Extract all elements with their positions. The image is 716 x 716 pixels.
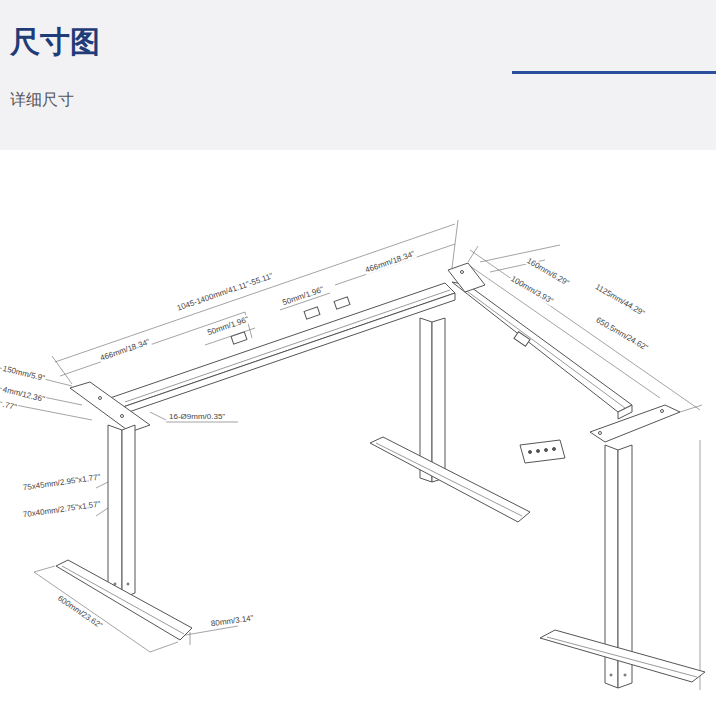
dimension-lines [190, 632, 191, 645]
frame-beams [231, 332, 247, 344]
mounting-plates [661, 410, 664, 413]
controller [553, 448, 556, 451]
dimension-label: 50mm/1.96" [280, 284, 325, 307]
legs [432, 318, 445, 482]
dimension-label: 600mm/23.62" [55, 593, 105, 631]
dimension-lines [150, 412, 166, 420]
controller [520, 440, 565, 463]
frame-beams [304, 307, 320, 319]
feet [370, 437, 530, 522]
dimension-label: 100mm/3.93" [508, 274, 555, 306]
dimension-lines [150, 642, 178, 652]
dimension-label: 16-Ø9mm/0.35" [168, 412, 226, 421]
feet [56, 560, 192, 640]
feet [540, 630, 705, 682]
dimension-lines [700, 440, 701, 690]
frame-beams [120, 293, 455, 415]
controller [537, 450, 540, 453]
header-band [0, 0, 716, 150]
dimension-lines [96, 482, 108, 488]
dimension-label: 1045-1400mm/41.11"-55.11" [175, 271, 275, 313]
frame-beams [460, 286, 625, 408]
dimension-label: 150mm/5.9" [1, 364, 47, 384]
dimension-label: 70x40mm/2.75"x1.57" [21, 499, 102, 519]
feet [56, 437, 705, 682]
dimension-lines [680, 405, 702, 412]
dimension-lines [52, 356, 72, 384]
page-subtitle: 详细尺寸 [10, 90, 74, 111]
mounting-plates [70, 382, 150, 432]
dimension-label: 1125mm/44.29" [593, 282, 647, 319]
feet [62, 566, 184, 634]
dimension-lines [34, 566, 55, 572]
dimension-lines [468, 246, 478, 262]
dimension-label: 75x45mm/2.95"x1.77" [21, 472, 102, 492]
dimension-label: 466mm/18.34" [98, 337, 152, 363]
frame-beams [514, 332, 530, 347]
controller [529, 451, 532, 454]
dimension-label: 160mm/6.29" [524, 256, 571, 288]
dimension-label: 80mm/3.14" [209, 613, 255, 628]
header-rule [512, 71, 716, 74]
mounting-plates [448, 263, 485, 292]
mounting-plates [70, 263, 680, 442]
frame-beams [125, 290, 450, 402]
controller [520, 440, 565, 463]
legs [108, 425, 122, 598]
frame-beams [334, 297, 350, 309]
dimension-lines [480, 245, 560, 262]
dimension-lines [96, 508, 108, 516]
dimension-lines [55, 224, 455, 362]
feet [376, 443, 522, 516]
mounting-plates [121, 415, 124, 418]
frame-beams [110, 283, 455, 408]
dimension-lines [0, 220, 702, 690]
controller [545, 449, 548, 452]
frame-beams [618, 405, 632, 419]
legs [114, 583, 116, 585]
mounting-plates [599, 432, 602, 435]
mounting-plates [461, 271, 464, 274]
mounting-plates [590, 405, 680, 442]
dimension-label: .77" [1, 400, 19, 413]
feet [547, 637, 697, 677]
dimension-lines [166, 422, 238, 423]
mounting-plates [99, 397, 102, 400]
page-title: 尺寸图 [10, 22, 100, 63]
legs [122, 425, 135, 598]
dimension-lines [335, 244, 455, 285]
legs [127, 583, 129, 585]
dimension-label: 650.5mm/24.62" [594, 315, 651, 353]
legs [610, 674, 612, 676]
legs [624, 674, 626, 676]
